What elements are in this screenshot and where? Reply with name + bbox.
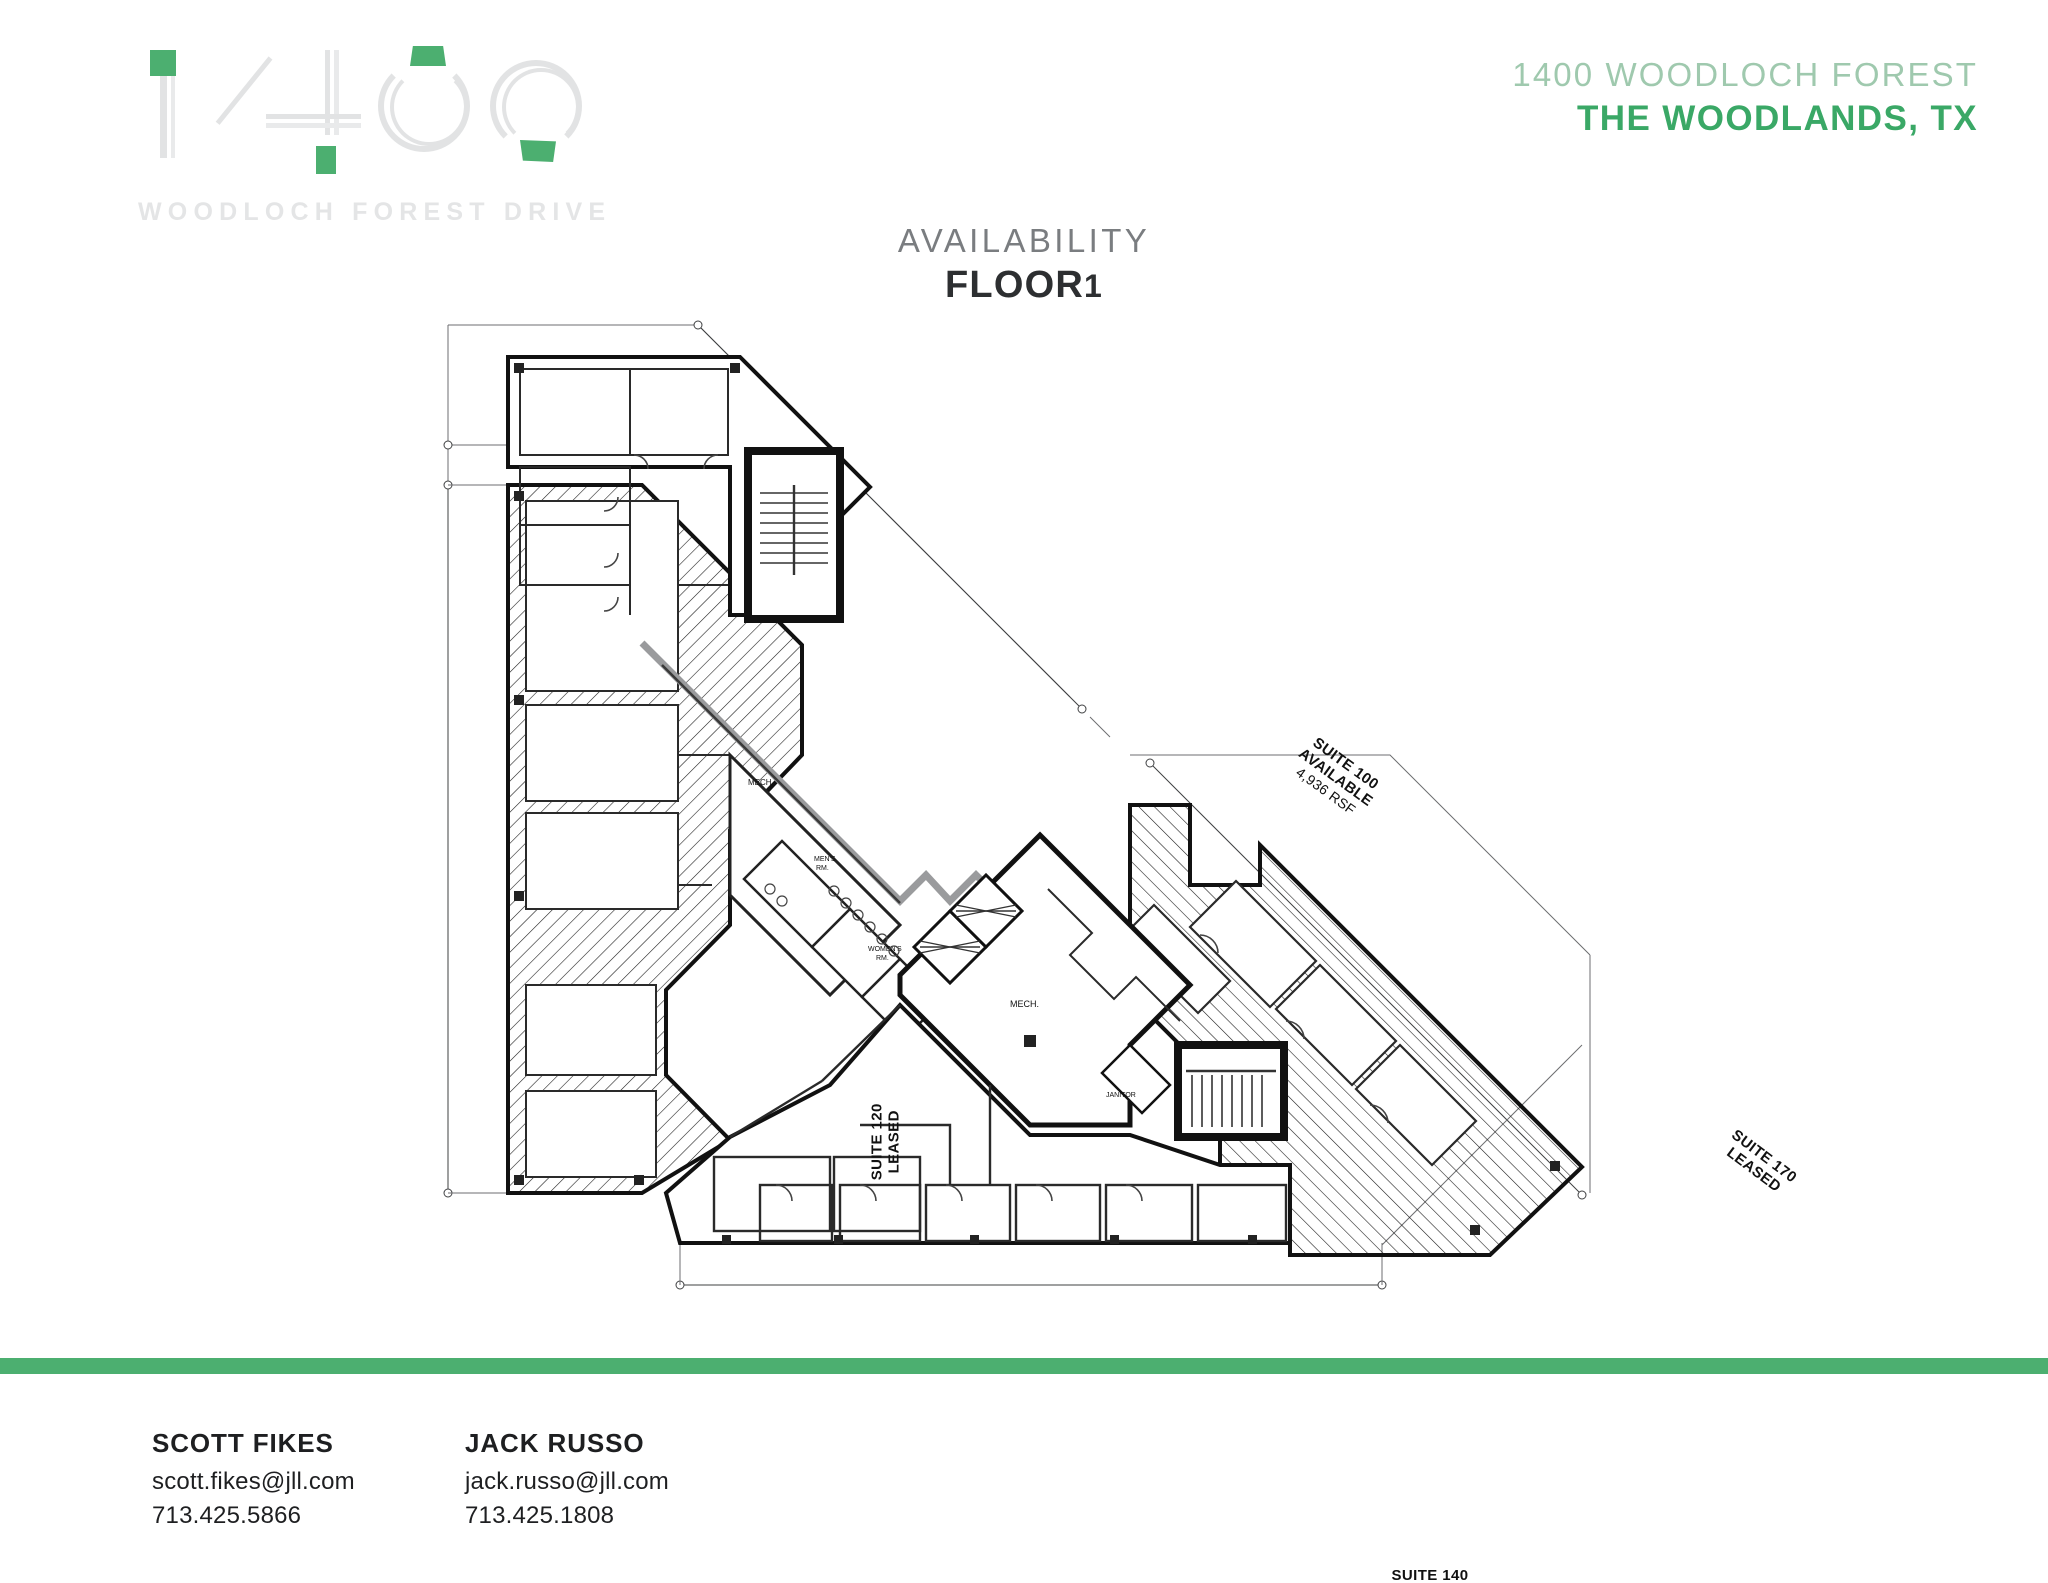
suite-170-label: SUITE 170 LEASED xyxy=(1723,1126,1800,1196)
logo-digit-4-crossbar xyxy=(266,114,361,119)
page-title-eyebrow: AVAILABILITY xyxy=(897,222,1151,259)
svg-text:RM.: RM. xyxy=(876,955,889,962)
contact-jack-russo: JACK RUSSO jack.russo@jll.com 713.425.18… xyxy=(465,1428,669,1530)
logo-digit-0a-inner-ring xyxy=(390,68,468,146)
building-logo: WOODLOCH FOREST DRIVE xyxy=(138,28,658,226)
logo-digit-0b-inner-ring xyxy=(502,68,580,146)
logo-accent-block-1 xyxy=(150,50,176,76)
suite-120-area xyxy=(506,483,804,1195)
logo-accent-block-2 xyxy=(316,146,336,174)
logo-accent-block-3 xyxy=(410,46,446,66)
room-label-mens: MEN'S xyxy=(814,856,836,863)
logo-1400-mark xyxy=(138,28,608,174)
page-title-floor-word: FLOOR xyxy=(945,264,1084,306)
logo-digit-4-stem-light xyxy=(334,50,339,135)
room-label-mech-core: MECH. xyxy=(1010,999,1039,1009)
central-corridor-inner xyxy=(661,664,901,904)
structural-columns xyxy=(514,363,1560,1235)
room-label-mech-left: MECH. xyxy=(748,778,774,787)
contact-name: SCOTT FIKES xyxy=(152,1428,334,1458)
page-title: AVAILABILITY FLOOR1 xyxy=(0,222,2048,307)
stair-core-lower xyxy=(1174,1041,1288,1141)
logo-subtitle: WOODLOCH FOREST DRIVE xyxy=(138,198,612,226)
stair-core-upper xyxy=(744,447,844,623)
suite-140-area xyxy=(663,1002,1292,1245)
logo-digit-4-crossbar-light xyxy=(266,123,361,128)
svg-text:RM.: RM. xyxy=(816,865,829,872)
contact-phone[interactable]: 713.425.5866 xyxy=(152,1502,302,1529)
contact-name: JACK RUSSO xyxy=(465,1428,645,1458)
room-label-womens: WOMEN'S xyxy=(868,946,902,953)
logo-accent-block-4 xyxy=(520,140,556,162)
logo-digit-4-diagonal xyxy=(215,56,273,125)
floor-plan-drawing: MECH. MEN'S RM. WOMEN'S RM. xyxy=(430,285,1800,1583)
logo-digit-1-stroke-light xyxy=(171,66,175,158)
suite-170-area xyxy=(1120,803,1585,1257)
suite-140-label: SUITE 140 AVAILABLE 4,037 RSF xyxy=(1391,1567,1469,1583)
building-core: MECH. JANITOR xyxy=(897,831,1194,1128)
suite-120-label: SUITE 120 LEASED xyxy=(868,1103,903,1181)
contact-phone[interactable]: 713.425.1808 xyxy=(465,1502,615,1529)
footer: SCOTT FIKES scott.fikes@jll.com 713.425.… xyxy=(0,1400,2048,1583)
room-label-janitor: JANITOR xyxy=(1106,1092,1136,1099)
page-title-main: FLOOR1 xyxy=(0,264,2048,307)
logo-digit-4-stem xyxy=(325,50,330,135)
contact-email[interactable]: jack.russo@jll.com xyxy=(465,1468,670,1495)
page-title-floor-number: 1 xyxy=(1083,268,1103,304)
floor-plan-svg: MECH. MEN'S RM. WOMEN'S RM. xyxy=(443,320,1591,1290)
green-divider-bar xyxy=(0,1358,2048,1374)
property-address: 1400 WOODLOCH FOREST xyxy=(1512,56,1978,93)
property-header: 1400 WOODLOCH FOREST THE WOODLANDS, TX xyxy=(1512,56,1978,139)
logo-digit-1-stroke xyxy=(160,66,167,158)
contact-scott-fikes: SCOTT FIKES scott.fikes@jll.com 713.425.… xyxy=(152,1428,355,1530)
contact-email[interactable]: scott.fikes@jll.com xyxy=(152,1468,355,1495)
property-city-state: THE WOODLANDS, TX xyxy=(1576,99,1978,138)
